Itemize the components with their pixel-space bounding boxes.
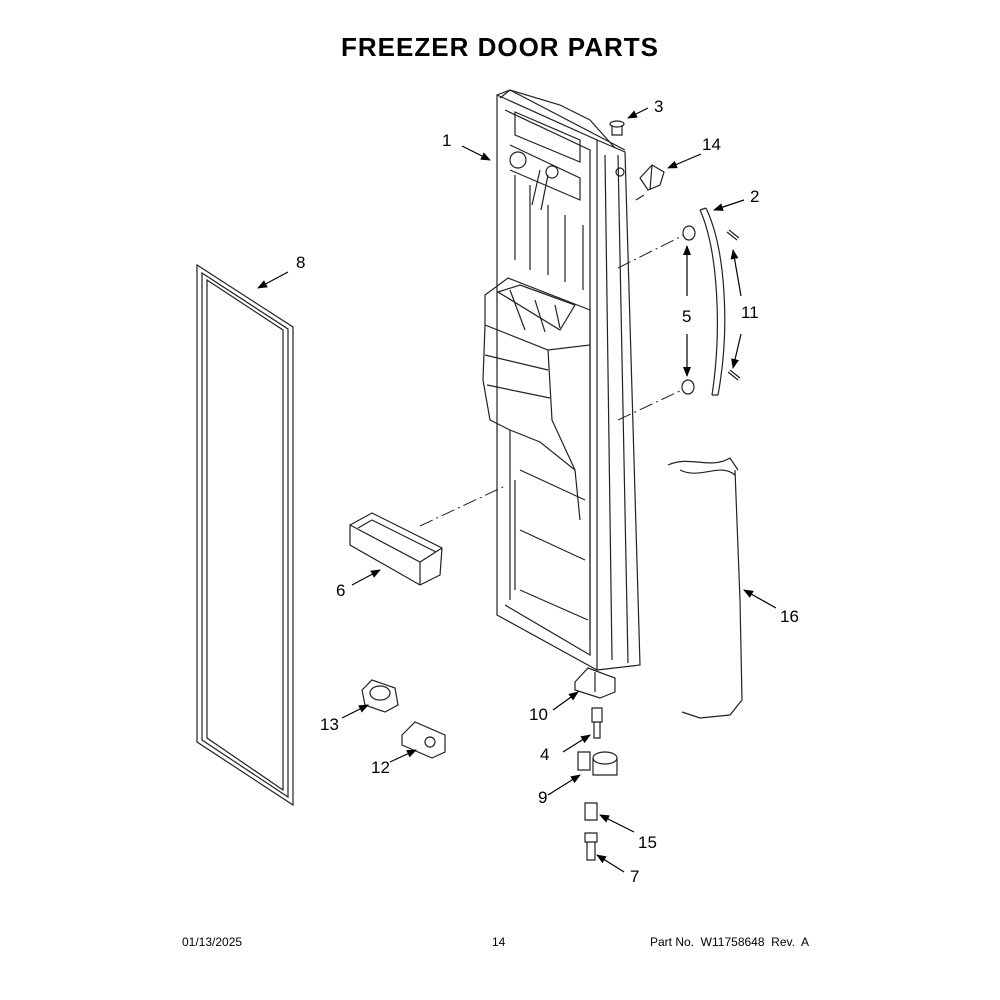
footer-date: 01/13/2025 [182, 935, 243, 949]
callout-1: 1 [442, 131, 451, 150]
hinge-plate-part-12 [401, 721, 446, 759]
door-gasket [196, 263, 294, 807]
page-title: FREEZER DOOR PARTS [341, 32, 659, 62]
handle-pin-part-11 [726, 229, 741, 381]
bolt-part-4 [591, 707, 603, 739]
callout-6: 6 [336, 581, 345, 600]
footer-page-number: 14 [492, 935, 506, 949]
door-bin-part-6 [349, 512, 443, 586]
callout-2: 2 [750, 187, 759, 206]
callout-12: 12 [371, 758, 390, 777]
handle-mount-part-5 [681, 225, 696, 395]
door-handle-part-2 [699, 207, 726, 396]
callout-7: 7 [630, 867, 639, 886]
hinge-pin-part-9 [577, 751, 618, 776]
callout-14: 14 [702, 135, 721, 154]
callout-3: 3 [654, 97, 663, 116]
callout-8: 8 [296, 253, 305, 272]
footer-part-number: Part No. W11758648 Rev. A [650, 935, 809, 949]
callout-9: 9 [538, 788, 547, 807]
callout-5: 5 [682, 307, 691, 326]
hinge-bracket-part-10 [574, 667, 616, 699]
freezer-door-assembly [482, 89, 641, 672]
screw-part-7 [584, 832, 598, 861]
spacer-part-15 [584, 802, 598, 821]
screw-part-3 [609, 120, 625, 136]
bracket-part-13 [361, 679, 399, 713]
callout-10: 10 [529, 705, 548, 724]
callout-4: 4 [540, 745, 549, 764]
wire-clip-part-14 [635, 164, 665, 201]
wire-harness-part-16 [667, 457, 743, 719]
callout-16: 16 [780, 607, 799, 626]
callout-13: 13 [320, 715, 339, 734]
callout-15: 15 [638, 833, 657, 852]
callout-11: 11 [741, 303, 759, 322]
